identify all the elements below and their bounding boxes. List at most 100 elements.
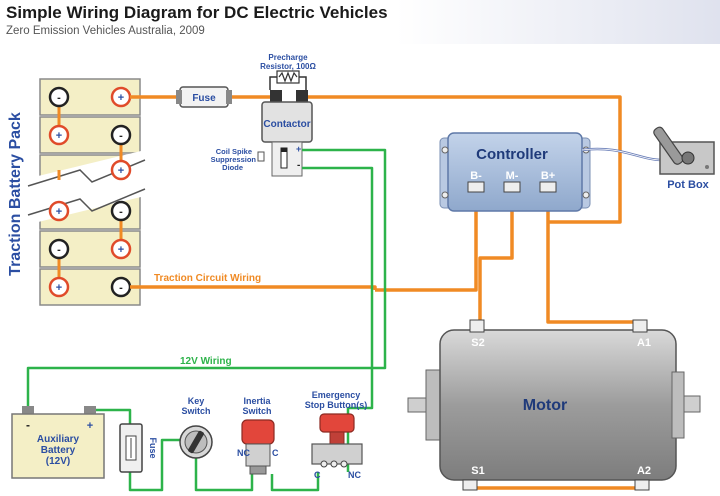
aux-battery-label-1: Auxiliary: [37, 434, 80, 445]
inertia-switch-label-1: Inertia: [243, 396, 271, 406]
pot-box-pivot: [681, 151, 695, 165]
twelve-v-label: 12V Wiring: [180, 356, 232, 367]
sign-c3-plus: +: [118, 165, 124, 177]
sign-c1-plus: +: [118, 92, 124, 104]
wire-bminus: [375, 188, 478, 292]
wire-fuse-key: [128, 438, 180, 492]
estop-label-1: Emergency: [312, 390, 361, 400]
aux-battery-label-2: Battery: [41, 445, 76, 456]
sign-c6-plus: +: [56, 282, 62, 294]
wire-mminus: [478, 188, 514, 322]
header-bar: Simple Wiring Diagram for DC Electric Ve…: [0, 0, 720, 44]
contactor-plus: +: [296, 144, 301, 154]
estop-body: [311, 443, 363, 465]
battery-pack-label: Traction Battery Pack: [7, 112, 24, 276]
motor-label: Motor: [523, 397, 567, 414]
term-c3-plus: [110, 159, 132, 181]
controller-term-mminus: [503, 181, 521, 193]
main-fuse-label: Fuse: [192, 93, 216, 104]
sign-c5-minus: -: [57, 244, 61, 256]
sign-c2-plus: +: [56, 130, 62, 142]
estop-contact-3: [340, 460, 348, 468]
wire-coil-minus: [302, 166, 374, 410]
term-c6-plus: [48, 276, 70, 298]
diode-band: [281, 148, 287, 152]
motor-term-a1: [632, 319, 648, 333]
motor: Motor S2 A1 S1 A2: [407, 319, 701, 491]
pot-box-arm: [653, 126, 684, 165]
aux-battery-minus: -: [26, 418, 30, 432]
diode-label-3: Diode: [222, 163, 243, 172]
twelve-v-wiring: [26, 148, 387, 492]
term-c2-plus: [48, 124, 70, 146]
sign-c5-plus: +: [118, 244, 124, 256]
aux-fuse: Fuse: [119, 423, 158, 473]
estop-contact-2: [330, 460, 338, 468]
aux-battery-label-3: (12V): [46, 456, 70, 467]
motor-term-s2: [469, 319, 485, 333]
controller-screw-bl: [441, 191, 449, 199]
inertia-switch: Inertia Switch NC C: [237, 396, 279, 475]
motor-endcap-right: [671, 371, 685, 439]
sign-c4-minus: -: [119, 206, 123, 218]
estop-c: C: [314, 470, 321, 480]
controller-label: Controller: [476, 146, 548, 163]
precharge-label-1: Precharge: [268, 53, 308, 62]
controller-bplus-label: B+: [541, 170, 555, 182]
motor-a2-label: A2: [637, 465, 651, 477]
main-fuse-cap-right: [226, 90, 232, 104]
estop: Emergency Stop Button(s) C NC: [305, 390, 367, 480]
key-switch-slot: [188, 430, 204, 454]
inertia-switch-label-2: Switch: [242, 406, 271, 416]
pot-box: Pot Box: [653, 126, 715, 191]
main-fuse: Fuse: [176, 86, 232, 108]
estop-nc: NC: [348, 470, 361, 480]
aux-fuse-label: Fuse: [148, 437, 158, 458]
pot-box-cable-inner: [581, 148, 663, 161]
traction-wiring-label: Traction Circuit Wiring: [154, 273, 261, 284]
diode-label: Coil Spike Suppression Diode: [211, 147, 257, 172]
contactor-post-right: [296, 90, 308, 102]
traction-wiring: [130, 90, 642, 490]
sign-c2-minus: -: [119, 130, 123, 142]
controller-mminus-label: M-: [506, 170, 519, 182]
key-switch-label-1: Key: [188, 396, 205, 406]
contactor-label: Contactor: [263, 119, 310, 130]
battery-terminal-signs: - + + - + + - - + + -: [56, 92, 124, 294]
inertia-switch-base: [249, 465, 267, 475]
controller-screw-tl: [441, 146, 449, 154]
diode-pointer: [257, 151, 265, 162]
wire-pack-negative: [130, 285, 377, 290]
inertia-switch-c: C: [272, 448, 279, 458]
motor-term-s1: [462, 479, 478, 491]
precharge-zigzag: [278, 71, 298, 83]
motor-shaft-right: [683, 395, 701, 413]
key-switch-label-2: Switch: [181, 406, 210, 416]
aux-battery-plus: +: [87, 420, 93, 432]
term-c4-plus: [48, 200, 70, 222]
controller-screw-br: [582, 191, 590, 199]
pot-box-screw-2: [705, 165, 709, 169]
wire-inertia-estop: [270, 472, 320, 492]
page-subtitle: Zero Emission Vehicles Australia, 2009: [6, 25, 205, 37]
aux-battery: - + Auxiliary Battery (12V): [11, 406, 105, 479]
motor-term-a2: [634, 479, 650, 491]
diode-label-1: Coil Spike: [216, 147, 252, 156]
term-c5-minus: [48, 238, 70, 260]
term-c1-minus: [48, 86, 70, 108]
estop-button-cap: [319, 413, 355, 433]
inertia-switch-cap: [241, 419, 275, 445]
term-c4-minus: [110, 200, 132, 222]
aux-battery-post-neg: [22, 406, 34, 414]
precharge-resistor: Precharge Resistor, 100Ω: [260, 53, 316, 90]
controller-term-bminus: [467, 181, 485, 193]
pot-box-label: Pot Box: [667, 179, 709, 191]
motor-s2-label: S2: [471, 337, 484, 349]
contactor-minus: -: [297, 160, 300, 171]
sign-c4-plus: +: [56, 206, 62, 218]
contactor: Contactor + -: [261, 90, 313, 177]
diode-label-2: Suppression: [211, 155, 257, 164]
term-c2-minus: [110, 124, 132, 146]
estop-label-2: Stop Button(s): [305, 400, 367, 410]
